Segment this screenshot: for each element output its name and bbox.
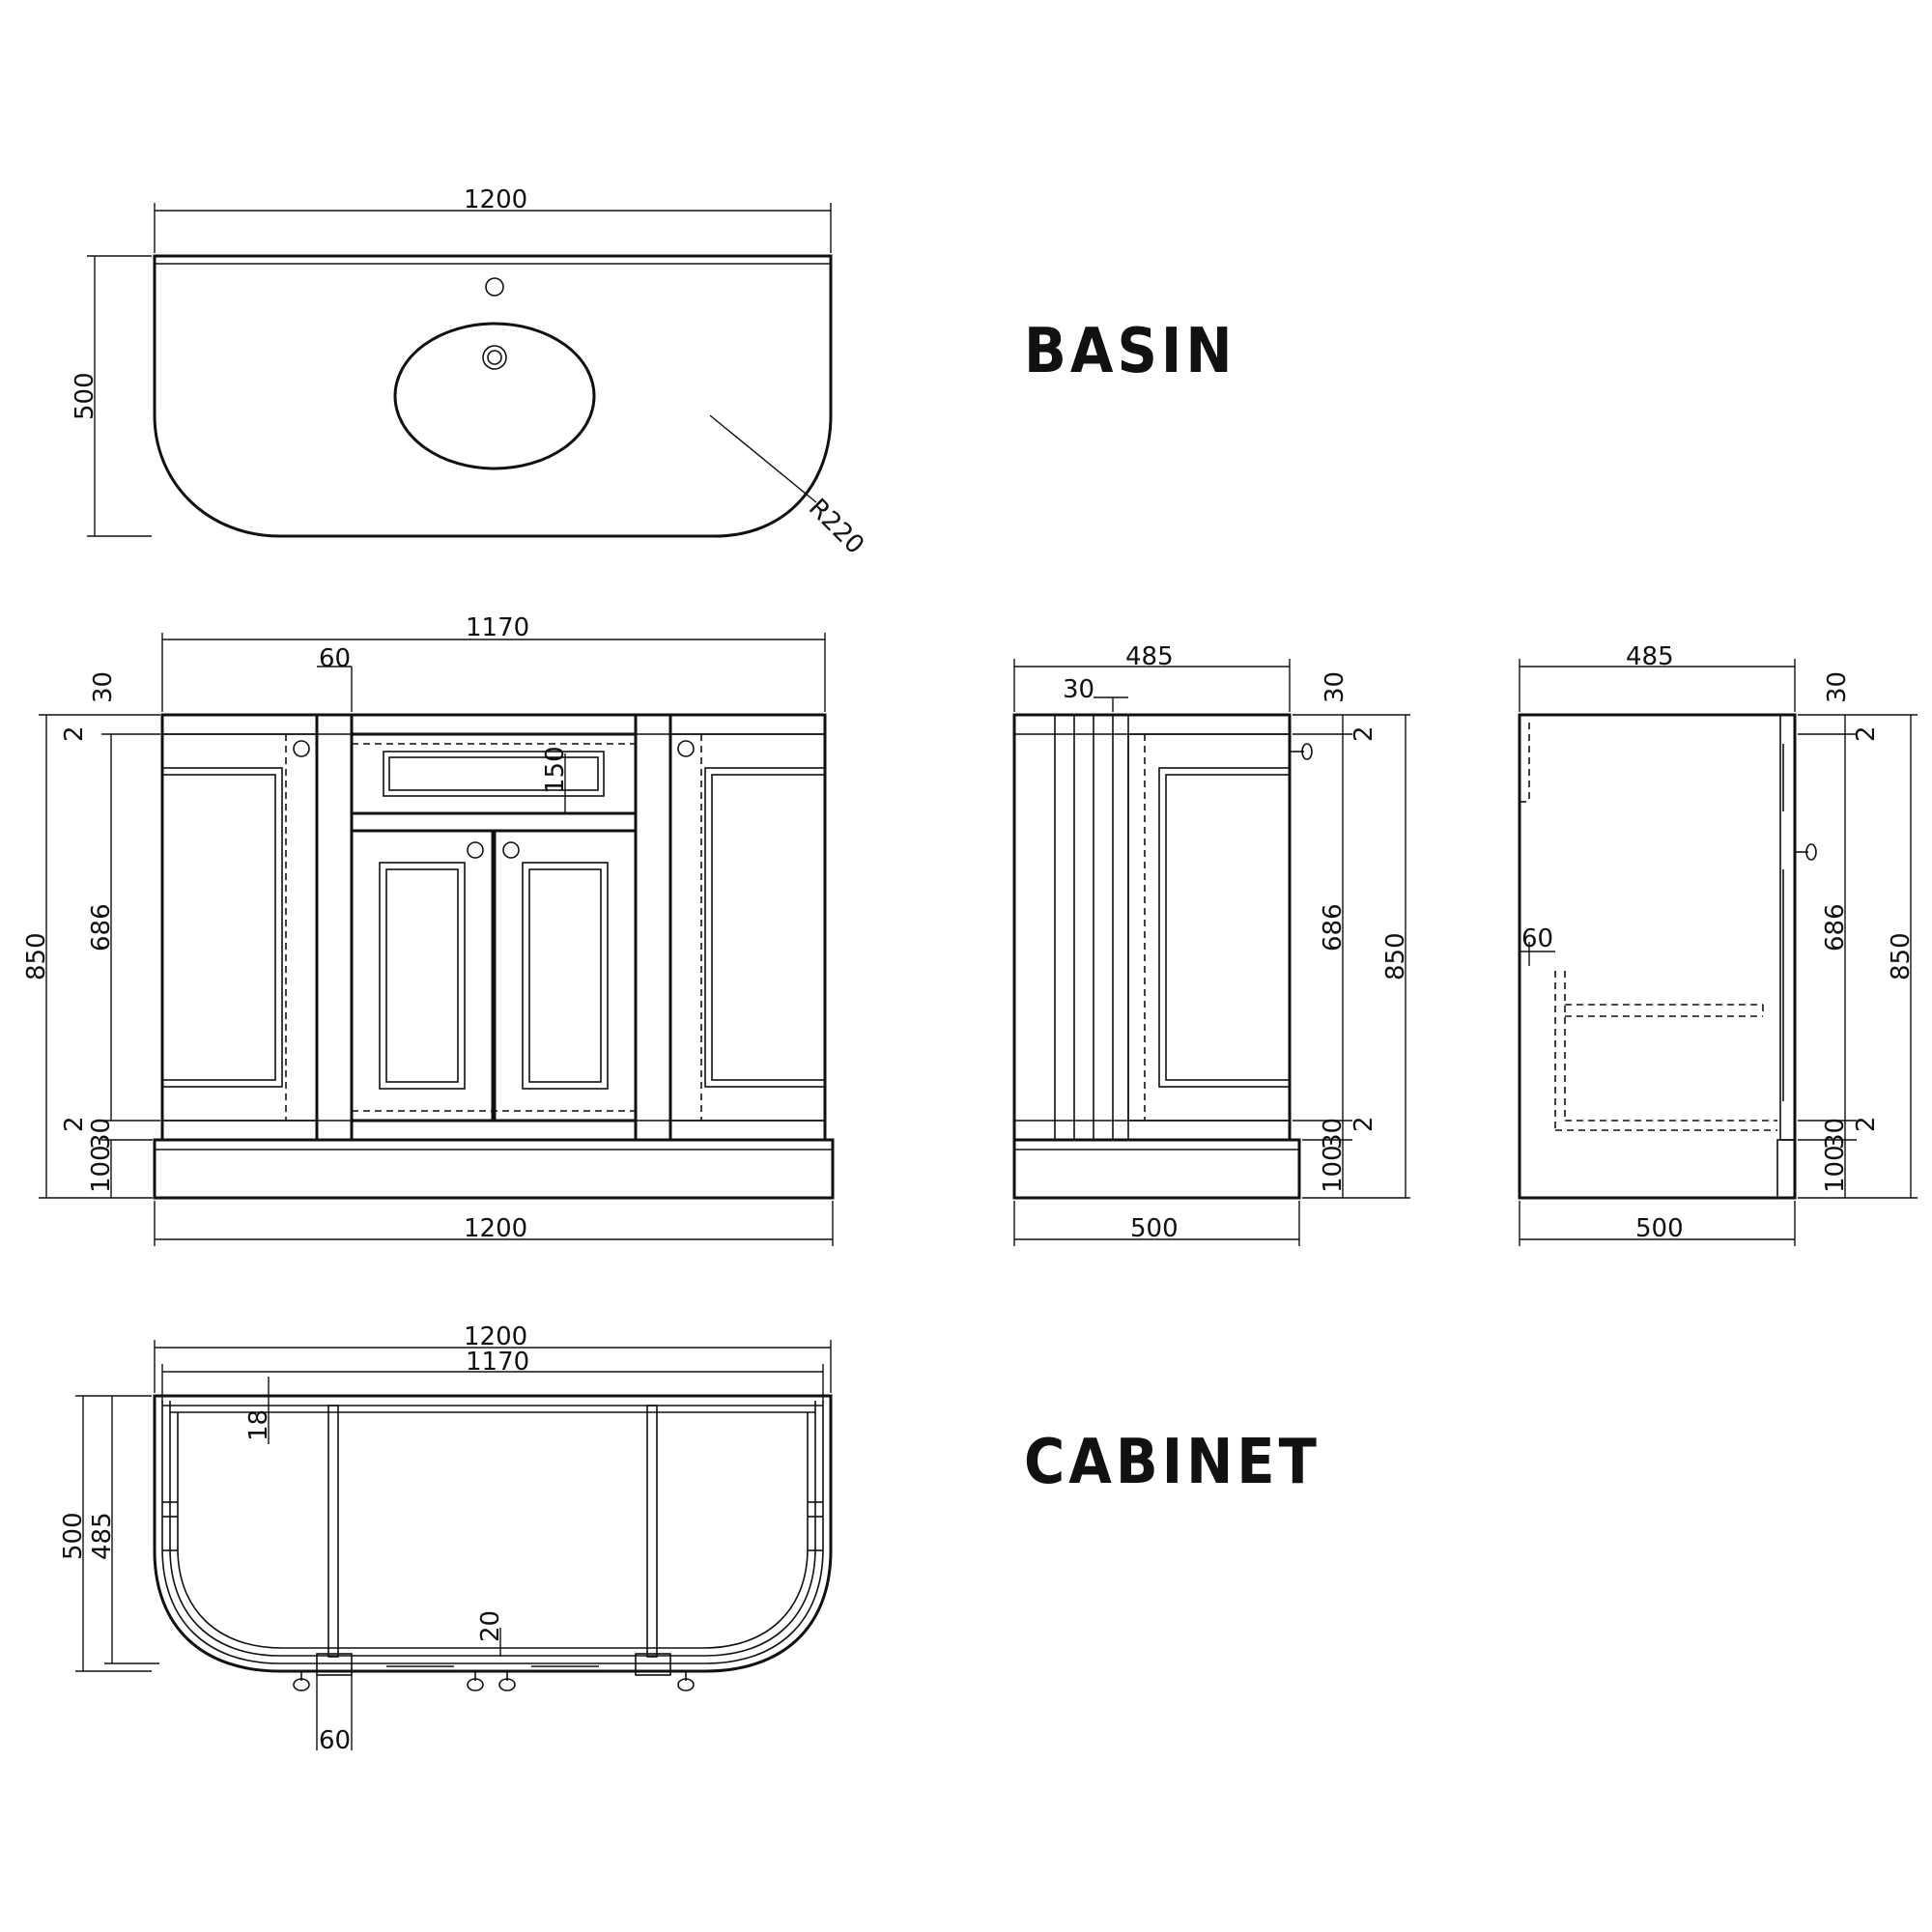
front-elevation-view <box>39 633 835 1246</box>
side-left-plinth-height-label: 100 <box>1319 1145 1348 1193</box>
front-gap-bottom-label: 2 <box>60 1116 89 1132</box>
cabinet-door-gap-label: 20 <box>476 1610 505 1642</box>
side-left-top-width-label: 485 <box>1125 642 1174 671</box>
front-door-height-label: 686 <box>87 903 116 952</box>
side-left-panel-offset-label: 30 <box>1063 675 1094 704</box>
side-left-top-thickness-label: 30 <box>1321 671 1350 703</box>
cabinet-inner-width-label: 1170 <box>466 1348 529 1377</box>
side-right-top-thickness-label: 30 <box>1823 671 1852 703</box>
side-elevation-right-view <box>1518 659 1918 1246</box>
front-gap-top-label: 2 <box>60 725 89 742</box>
front-top-thickness-label: 30 <box>89 671 118 703</box>
basin-radius-label: R220 <box>803 494 869 560</box>
front-overall-height-label: 850 <box>22 932 51 980</box>
cabinet-inner-depth-label: 485 <box>88 1512 117 1560</box>
basin-title: BASIN <box>1024 316 1236 387</box>
front-post-width-label: 60 <box>319 644 351 673</box>
side-right-shelf-setback-label: 60 <box>1521 924 1553 953</box>
basin-depth-label: 500 <box>71 372 99 420</box>
basin-width-label: 1200 <box>464 185 527 214</box>
side-left-door-height-label: 686 <box>1319 903 1348 952</box>
side-right-plinth-height-label: 100 <box>1821 1145 1850 1193</box>
cabinet-post-width-label: 60 <box>319 1726 351 1755</box>
front-plinth-height-label: 100 <box>87 1145 116 1193</box>
side-right-base-width-label: 500 <box>1635 1214 1684 1243</box>
side-elevation-left-view <box>1012 659 1410 1246</box>
side-left-bottom-rail-label: 30 <box>1319 1118 1348 1150</box>
side-right-top-width-label: 485 <box>1626 642 1674 671</box>
side-right-overall-height-label: 850 <box>1887 932 1916 980</box>
cabinet-plan-view <box>75 1340 833 1750</box>
side-left-overall-height-label: 850 <box>1381 932 1410 980</box>
side-left-base-width-label: 500 <box>1130 1214 1179 1243</box>
side-left-gap-top-label: 2 <box>1350 725 1378 742</box>
side-right-gap-bottom-label: 2 <box>1852 1116 1881 1132</box>
basin-plan-view <box>87 203 833 538</box>
side-right-gap-top-label: 2 <box>1852 725 1881 742</box>
cabinet-depth-label: 500 <box>59 1512 88 1560</box>
side-left-gap-bottom-label: 2 <box>1350 1116 1378 1132</box>
cabinet-outer-width-label: 1200 <box>464 1322 527 1351</box>
front-base-width-label: 1200 <box>464 1214 527 1243</box>
front-top-width-label: 1170 <box>466 613 529 642</box>
front-drawer-height-label: 150 <box>541 746 570 794</box>
side-right-door-height-label: 686 <box>1821 903 1850 952</box>
cabinet-title: CABINET <box>1024 1427 1321 1498</box>
cabinet-panel-thickness-label: 18 <box>244 1409 273 1441</box>
front-bottom-rail-label: 30 <box>87 1118 116 1150</box>
side-right-bottom-rail-label: 30 <box>1821 1118 1850 1150</box>
